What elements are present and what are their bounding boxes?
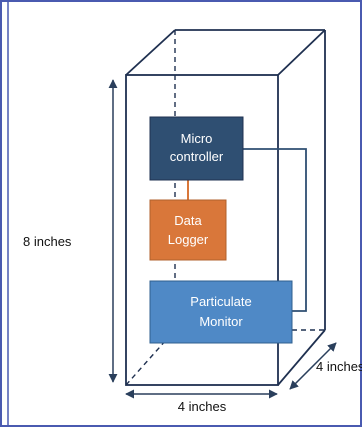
enclosure-box xyxy=(125,29,326,386)
data-logger-label-line2: Logger xyxy=(168,232,209,247)
particulate-monitor-box xyxy=(149,280,293,344)
enclosure-top-edge-right xyxy=(277,29,326,76)
particulate-monitor-label-line1: Particulate xyxy=(190,294,251,309)
microcontroller-label-line1: Micro xyxy=(181,131,213,146)
particulate-monitor-label-line2: Monitor xyxy=(199,314,243,329)
data-logger-label-line1: Data xyxy=(174,213,202,228)
depth-dimension-label: 4 inches xyxy=(316,359,362,374)
microcontroller-label-line2: controller xyxy=(170,149,224,164)
microcontroller-box xyxy=(149,116,244,181)
width-dimension-label: 4 inches xyxy=(178,399,227,414)
height-dimension-label: 8 inches xyxy=(23,234,72,249)
enclosure-top-edge-left xyxy=(125,29,176,76)
depth-dimension-arrow xyxy=(289,342,337,390)
hidden-bottom-left-edge xyxy=(125,329,176,386)
connector-micro-to-monitor xyxy=(243,148,307,312)
enclosure-front-face xyxy=(125,74,279,386)
data-logger-box xyxy=(149,199,227,261)
